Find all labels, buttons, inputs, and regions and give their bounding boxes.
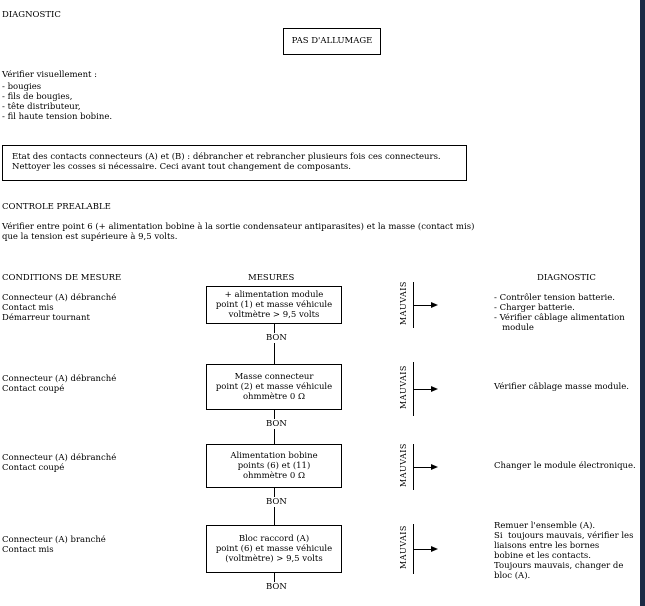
connector-line [274, 324, 275, 364]
diagnostic-line: Vérifier câblage masse module. [494, 382, 629, 392]
good-label: BON [265, 419, 288, 429]
column-header-measures: MESURES [248, 273, 295, 283]
good-label: BON [265, 582, 288, 592]
measure-line: voltmètre > 9,5 volts [228, 310, 320, 320]
note-box: Etat des contacts connecteurs (A) et (B)… [2, 145, 467, 181]
condition-line: Connecteur (A) débranché [2, 293, 117, 303]
diagnostic-line: Si toujours mauvais, vérifier les [494, 531, 634, 541]
diagnostic-line: - Vérifier câblage alimentation [494, 313, 625, 323]
prelim-line: Vérifier entre point 6 (+ alimentation b… [2, 222, 475, 232]
note-line: Etat des contacts connecteurs (A) et (B)… [12, 152, 441, 162]
visual-check-intro: Vérifier visuellement : [2, 70, 98, 80]
condition-line: Contact coupé [2, 463, 65, 473]
diagnostic-line: Changer le module électronique. [494, 461, 636, 471]
measure-line: + alimentation module [224, 290, 324, 300]
diagnostic-line: bobine et les contacts. [494, 551, 591, 561]
prelim-line: que la tension est supérieure à 9,5 volt… [2, 232, 178, 242]
connector-line [274, 573, 275, 583]
bad-label: MAUVAIS [399, 281, 408, 325]
measure-text: Bloc raccord (A)point (6) et masse véhic… [207, 526, 341, 564]
measure-line: points (6) et (11) [237, 461, 311, 471]
list-item: - bougies [2, 82, 42, 92]
prelim-heading: CONTROLE PREALABLE [2, 202, 111, 212]
measure-line: ohmmètre 0 Ω [242, 471, 306, 481]
bad-arrow-line [413, 467, 433, 468]
diagnostic-line: - Contrôler tension batterie. [494, 293, 615, 303]
measure-box: Bloc raccord (A)point (6) et masse véhic… [206, 525, 342, 573]
good-label: BON [265, 497, 288, 507]
list-item: - tête distributeur, [2, 102, 81, 112]
measure-line: (voltmètre) > 9,5 volts [225, 554, 323, 564]
title-box: PAS D'ALLUMAGE [283, 28, 381, 55]
measure-line: Bloc raccord (A) [238, 534, 310, 544]
scrollbar[interactable] [640, 0, 645, 606]
diagnostic-line: - Charger batterie. [494, 303, 575, 313]
bad-arrow-line [413, 549, 433, 550]
measure-line: point (6) et masse véhicule [215, 544, 333, 554]
diagnostic-line: Toujours mauvais, changer de [494, 561, 624, 571]
condition-line: Contact mis [2, 303, 54, 313]
arrow-right-icon [431, 546, 438, 552]
measure-line: Alimentation bobine [230, 451, 318, 461]
measure-line: point (1) et masse véhicule [215, 300, 333, 310]
arrow-right-icon [431, 386, 438, 392]
condition-line: Contact mis [2, 545, 54, 555]
diagnostic-line: liaisons entre les bornes [494, 541, 600, 551]
condition-line: Connecteur (A) débranché [2, 374, 117, 384]
title-text: PAS D'ALLUMAGE [291, 36, 373, 46]
good-label: BON [265, 333, 288, 343]
diagnostic-line: Remuer l'ensemble (A). [494, 521, 596, 531]
bad-label: MAUVAIS [399, 443, 408, 487]
list-item: - fils de bougies, [2, 92, 73, 102]
bad-label: MAUVAIS [399, 365, 408, 409]
measure-line: ohmmètre 0 Ω [242, 392, 306, 402]
note-line: Nettoyer les cosses si nécessaire. Ceci … [12, 162, 351, 172]
list-item: - fil haute tension bobine. [2, 112, 113, 122]
arrow-right-icon [431, 464, 438, 470]
measure-line: point (2) et masse véhicule [215, 382, 333, 392]
condition-line: Démarreur tournant [2, 313, 90, 323]
column-header-diagnostic: DIAGNOSTIC [537, 273, 596, 283]
arrow-right-icon [431, 302, 438, 308]
page-label: DIAGNOSTIC [2, 10, 61, 20]
condition-line: Connecteur (A) branché [2, 535, 106, 545]
condition-line: Contact coupé [2, 384, 65, 394]
measure-line: Masse connecteur [234, 372, 314, 382]
diagnostic-line: bloc (A). [494, 571, 531, 581]
bad-arrow-line [413, 305, 433, 306]
diagnostic-line: module [494, 323, 534, 333]
bad-arrow-line [413, 389, 433, 390]
bad-label: MAUVAIS [399, 525, 408, 569]
column-header-conditions: CONDITIONS DE MESURE [2, 273, 122, 283]
condition-line: Connecteur (A) débranché [2, 453, 117, 463]
visual-check-list: - bougies - fils de bougies, - tête dist… [2, 82, 112, 122]
